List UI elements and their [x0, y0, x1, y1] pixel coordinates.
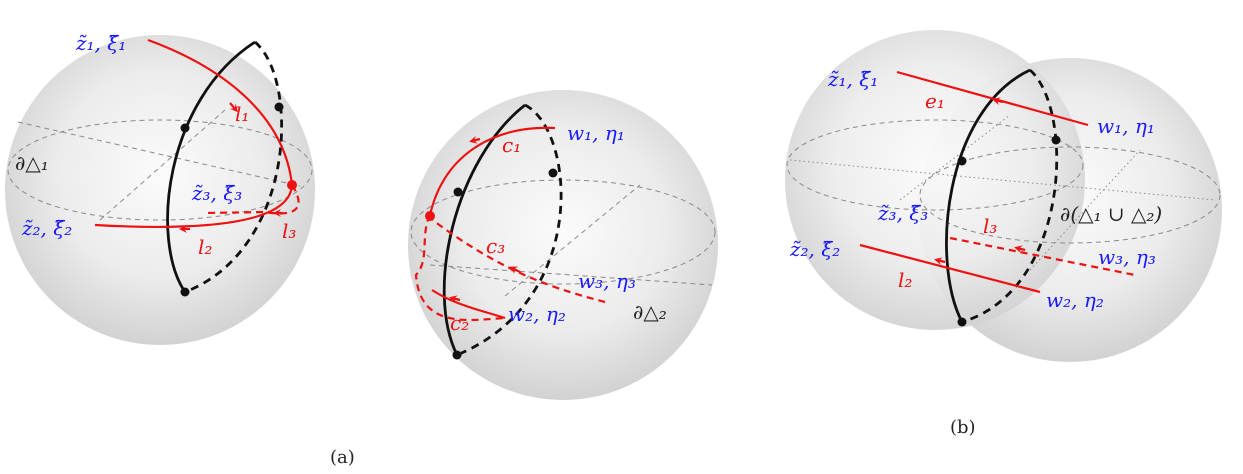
sphere-1-equator [7, 119, 313, 221]
vertex [957, 156, 967, 166]
edge-c1 [428, 126, 556, 216]
sphere-1-meridian-back [184, 40, 284, 294]
edge-c3 [429, 217, 606, 304]
sphere-2: w₁, η₁ c₁ c₃ w₃, η₃ w₂, η₂ ∂△₂ c₂ [408, 90, 718, 400]
edge-l3-merged [949, 236, 1136, 277]
label-w1: w₁, η₁ [567, 121, 625, 145]
edge-l1-arrow [229, 102, 238, 113]
edge-c1-back [414, 214, 506, 322]
label-z1-b: z̃₁, ξ̃₁ [827, 67, 878, 91]
sphere-1-meridian-front [166, 40, 256, 293]
caption-b: (b) [950, 417, 976, 438]
sphere-1-grid [17, 109, 301, 221]
label-z3-b: z̃₃, ξ̃₃ [877, 201, 928, 225]
label-z1: z̃₁, ξ̃₁ [75, 31, 126, 55]
edge-c3-arrow [509, 266, 521, 274]
label-c2: c₂ [450, 311, 469, 335]
right-equator [919, 146, 1221, 244]
label-l1: l₁ [235, 102, 249, 126]
label-l2: l₂ [198, 235, 212, 259]
sphere-left-body [785, 30, 1085, 330]
edge-c2-arrow [449, 295, 461, 304]
merged-grid [789, 114, 1216, 271]
label-w2-b: w₂, η₂ [1046, 288, 1104, 312]
merged-meridian-front [945, 68, 1031, 323]
merged-meridian-back [961, 68, 1059, 324]
vertex [452, 350, 462, 360]
sphere-2-body [408, 90, 718, 400]
label-e1: e₁ [925, 89, 945, 113]
vertex [548, 168, 558, 178]
label-c1: c₁ [502, 133, 521, 157]
edge-c2 [431, 289, 506, 320]
edge-l2 [94, 184, 294, 229]
edge-e1-arrow [992, 97, 1004, 106]
vertex [180, 123, 190, 133]
vertex [453, 187, 463, 197]
edge-l1 [147, 38, 294, 186]
label-c3: c₃ [486, 234, 505, 258]
label-l3-b: l₃ [983, 214, 997, 238]
sphere-1: z̃₁, ξ̃₁ l₁ ∂△₁ z̃₃, ξ̃₃ z̃₂, ξ̃₂ l₂ l₃ [5, 31, 315, 345]
label-z2-b: z̃₂, ξ̃₂ [789, 237, 840, 261]
caption-a: (a) [330, 447, 355, 468]
label-l2-b: l₂ [898, 268, 912, 292]
left-equator [786, 119, 1084, 211]
label-boundary-union: ∂(△₁ ∪ △₂) [1060, 202, 1162, 226]
label-w3-b: w₃, η₃ [1098, 245, 1156, 269]
label-w2: w₂, η₂ [508, 302, 566, 326]
edge-l2-merged-arrow [934, 257, 946, 266]
label-boundary-1: ∂△₁ [15, 151, 49, 175]
sphere-2-grid [429, 184, 713, 297]
sphere-1-body [5, 35, 315, 345]
label-boundary-2: ∂△₂ [633, 300, 667, 324]
merged-spheres: z̃₁, ξ̃₁ e₁ w₁, η₁ ∂(△₁ ∪ △₂) z̃₃, ξ̃₃ l… [785, 30, 1222, 362]
label-w1-b: w₁, η₁ [1097, 114, 1155, 138]
edge-l3-merged-arrow [1014, 245, 1026, 254]
label-w3: w₃, η₃ [578, 269, 636, 293]
label-l3: l₃ [282, 219, 296, 243]
vertex [274, 102, 284, 112]
vertex-red [287, 180, 297, 190]
vertex-red [425, 211, 435, 221]
vertex [1051, 135, 1061, 145]
label-z2: z̃₂, ξ̃₂ [21, 216, 72, 240]
edge-l2-merged [859, 243, 1041, 294]
vertex [180, 287, 190, 297]
edge-c1-arrow [469, 135, 481, 144]
sphere-2-equator [410, 179, 716, 285]
label-z3: z̃₃, ξ̃₃ [191, 181, 242, 205]
edge-l3 [204, 184, 300, 215]
vertex [957, 317, 967, 327]
sphere-2-meridian-front [442, 103, 526, 356]
